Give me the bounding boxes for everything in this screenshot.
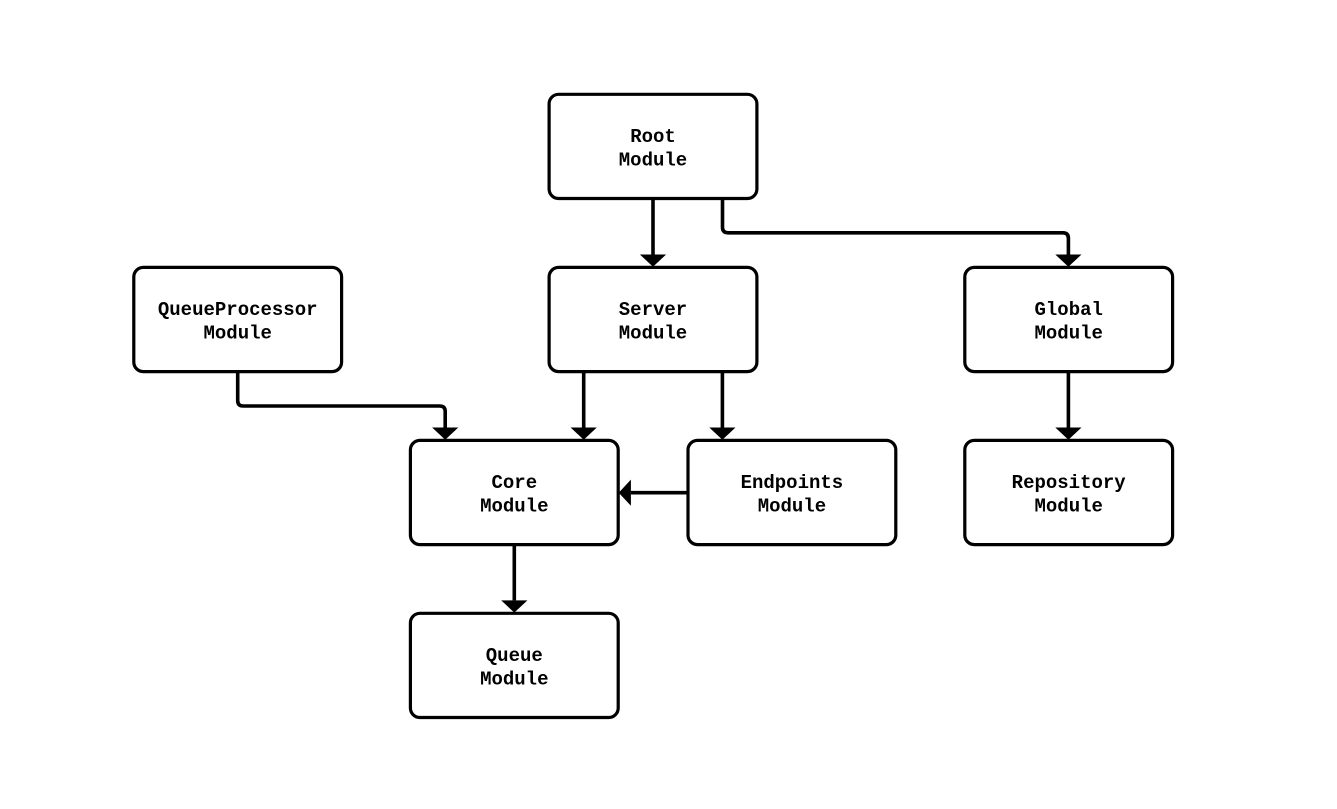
svg-text:Module: Module: [1034, 496, 1102, 518]
svg-text:Repository: Repository: [1012, 472, 1127, 494]
svg-text:Module: Module: [619, 323, 687, 345]
svg-text:Core: Core: [491, 472, 537, 494]
svg-text:Queue: Queue: [486, 645, 543, 667]
svg-text:Module: Module: [480, 669, 548, 691]
svg-text:Module: Module: [758, 496, 826, 518]
svg-text:Module: Module: [1034, 323, 1102, 345]
svg-text:Module: Module: [203, 323, 271, 345]
svg-text:Module: Module: [480, 496, 548, 518]
svg-text:Endpoints: Endpoints: [741, 472, 844, 494]
svg-text:Global: Global: [1034, 299, 1102, 321]
svg-text:Module: Module: [619, 150, 687, 172]
svg-text:QueueProcessor: QueueProcessor: [158, 299, 318, 321]
svg-text:Server: Server: [619, 299, 687, 321]
svg-text:Root: Root: [630, 126, 676, 148]
